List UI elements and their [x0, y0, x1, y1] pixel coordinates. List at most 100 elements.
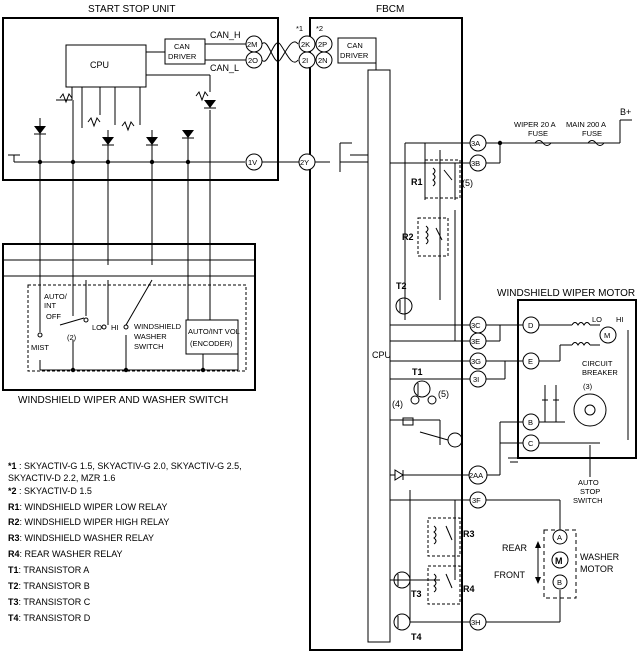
svg-text:T3: TRANSISTOR C: T3: TRANSISTOR C	[8, 597, 91, 607]
r1-note-5: (5)	[462, 178, 473, 188]
terminal-2y-label: 2Y	[300, 158, 309, 167]
terminal-3i-label: 3I	[473, 375, 479, 384]
svg-text:*2 : SKYACTIV-D 1.5: *2 : SKYACTIV-D 1.5	[8, 486, 92, 496]
legend-key-5: R3	[8, 533, 20, 543]
auto-stop-line3: SWITCH	[573, 496, 603, 505]
legend-text-7: : TRANSISTOR A	[19, 565, 90, 575]
front-label: FRONT	[494, 570, 525, 580]
terminal-2m-label: 2M	[247, 40, 257, 49]
ssu-can-driver-line1: CAN	[174, 42, 190, 51]
auto-stop-line1: AUTO	[578, 478, 599, 487]
fbcm-cpu-box	[367, 69, 391, 643]
switch-note-2: (2)	[67, 333, 77, 342]
legend: *1 : SKYACTIV-G 1.5, SKYACTIV-G 2.0, SKY…	[8, 461, 242, 623]
legend-key-4: R2	[8, 517, 20, 527]
terminal-2i-label: 2I	[302, 56, 308, 65]
legend-text-4: : WINDSHIELD WIPER HIGH RELAY	[20, 517, 170, 527]
motor-terminal-d-label: D	[528, 321, 534, 330]
legend-key-7: T1	[8, 565, 19, 575]
legend-key-0: *1	[8, 461, 17, 471]
fbcm-box	[309, 17, 463, 651]
washer-m-icon	[551, 551, 569, 569]
terminal-2aa-label: 2AA	[469, 471, 483, 480]
fbcm-cpu-label: CPU	[372, 350, 391, 360]
star2-label: *2	[316, 24, 323, 33]
r4-label: R4	[463, 584, 475, 594]
wiper-fuse-line1: WIPER 20 A	[514, 120, 556, 129]
motor-terminal-e-label: E	[528, 357, 533, 366]
switch-wiring	[39, 215, 239, 371]
fbcm-title: FBCM	[376, 4, 404, 15]
vol-encoder-box	[185, 319, 239, 355]
vol-line2: (ENCODER)	[190, 339, 233, 348]
ssu-components	[34, 90, 216, 165]
washer-line1: WINDSHIELD	[134, 322, 182, 331]
transistor-t4	[393, 613, 411, 631]
terminal-3c-label: 3C	[471, 321, 481, 330]
motor-terminal-b-label: B	[528, 418, 533, 427]
wiper-fuse-icon	[534, 140, 552, 146]
r1-label: R1	[411, 177, 423, 187]
legend-key-2: *2	[8, 486, 17, 496]
legend-text-10: : TRANSISTOR D	[19, 613, 91, 623]
breaker-line2: BREAKER	[582, 368, 618, 377]
washer-terminal-a-label: A	[557, 533, 562, 542]
motor-hi-label: HI	[616, 315, 624, 324]
fet-switch	[394, 417, 463, 481]
indicator-5-icon	[427, 395, 437, 405]
terminal-2p-label: 2P	[318, 40, 327, 49]
can-h-label: CAN_H	[210, 30, 241, 40]
start-stop-unit-title: START STOP UNIT	[88, 4, 175, 15]
relay-r4	[427, 565, 461, 605]
t1-note-4: (4)	[392, 399, 403, 409]
switch-title: WINDSHIELD WIPER AND WASHER SWITCH	[18, 395, 228, 406]
washer-line3: SWITCH	[134, 342, 164, 351]
terminal-3f-label: 3F	[472, 496, 481, 505]
svg-text:*1 : SKYACTIV-G 1.5, SKYACTIV-: *1 : SKYACTIV-G 1.5, SKYACTIV-G 2.0, SKY…	[8, 461, 242, 471]
legend-key-6: R4	[8, 549, 20, 559]
legend-text-6: : REAR WASHER RELAY	[20, 549, 123, 559]
off-label: OFF	[46, 312, 61, 321]
bplus-label: B+	[620, 107, 631, 117]
legend-text-1: SKYACTIV-D 2.2, MZR 1.6	[8, 473, 115, 483]
rear-label: REAR	[502, 543, 528, 553]
fbcm-can-driver-line2: DRIVER	[340, 51, 369, 60]
terminal-1v-label: 1V	[248, 158, 257, 167]
washer-motor-line2: MOTOR	[580, 564, 614, 574]
washer-terminal-b-label: B	[557, 578, 562, 587]
down-arrow-icon	[535, 577, 541, 584]
motor-m-label: M	[604, 331, 610, 340]
legend-text-9: : TRANSISTOR C	[19, 597, 91, 607]
can-twisted-pair	[261, 41, 299, 62]
relay-r1	[424, 159, 461, 199]
terminal-2i	[298, 51, 316, 69]
motor-terminal-c-label: C	[528, 439, 534, 448]
t2-label: T2	[396, 281, 407, 291]
wiper-fuse-line2: FUSE	[528, 129, 548, 138]
relay-r2	[417, 217, 449, 257]
terminal-2n-label: 2N	[318, 56, 328, 65]
ssu-internal-wiring	[8, 74, 245, 215]
svg-text:T4: TRANSISTOR D: T4: TRANSISTOR D	[8, 613, 91, 623]
vol-line1: AUTO/INT VOL	[188, 327, 240, 336]
can-l-label: CAN_L	[210, 63, 239, 73]
hi-label: HI	[111, 323, 119, 332]
washer-terminal-b	[552, 574, 568, 590]
transistor-t3	[393, 571, 411, 589]
terminal-2k-label: 2K	[301, 40, 310, 49]
legend-key-8: T2	[8, 581, 19, 591]
terminal-3e-label: 3E	[471, 337, 480, 346]
svg-text:SKYACTIV-D 2.2, MZR 1.6: SKYACTIV-D 2.2, MZR 1.6	[8, 473, 115, 483]
terminal-3b-label: 3B	[471, 159, 480, 168]
breaker-line1: CIRCUIT	[582, 359, 613, 368]
main-fuse-line1: MAIN 200 A	[566, 120, 606, 129]
motor-m-icon	[599, 326, 617, 344]
cam-gear-icon	[573, 393, 607, 427]
r2-label: R2	[402, 232, 414, 242]
ground-icon	[508, 457, 520, 463]
r3-label: R3	[463, 529, 475, 539]
indicator-4-icon	[410, 395, 420, 405]
motor-internal-wiring	[539, 322, 629, 444]
terminal-2o-label: 2O	[248, 56, 258, 65]
